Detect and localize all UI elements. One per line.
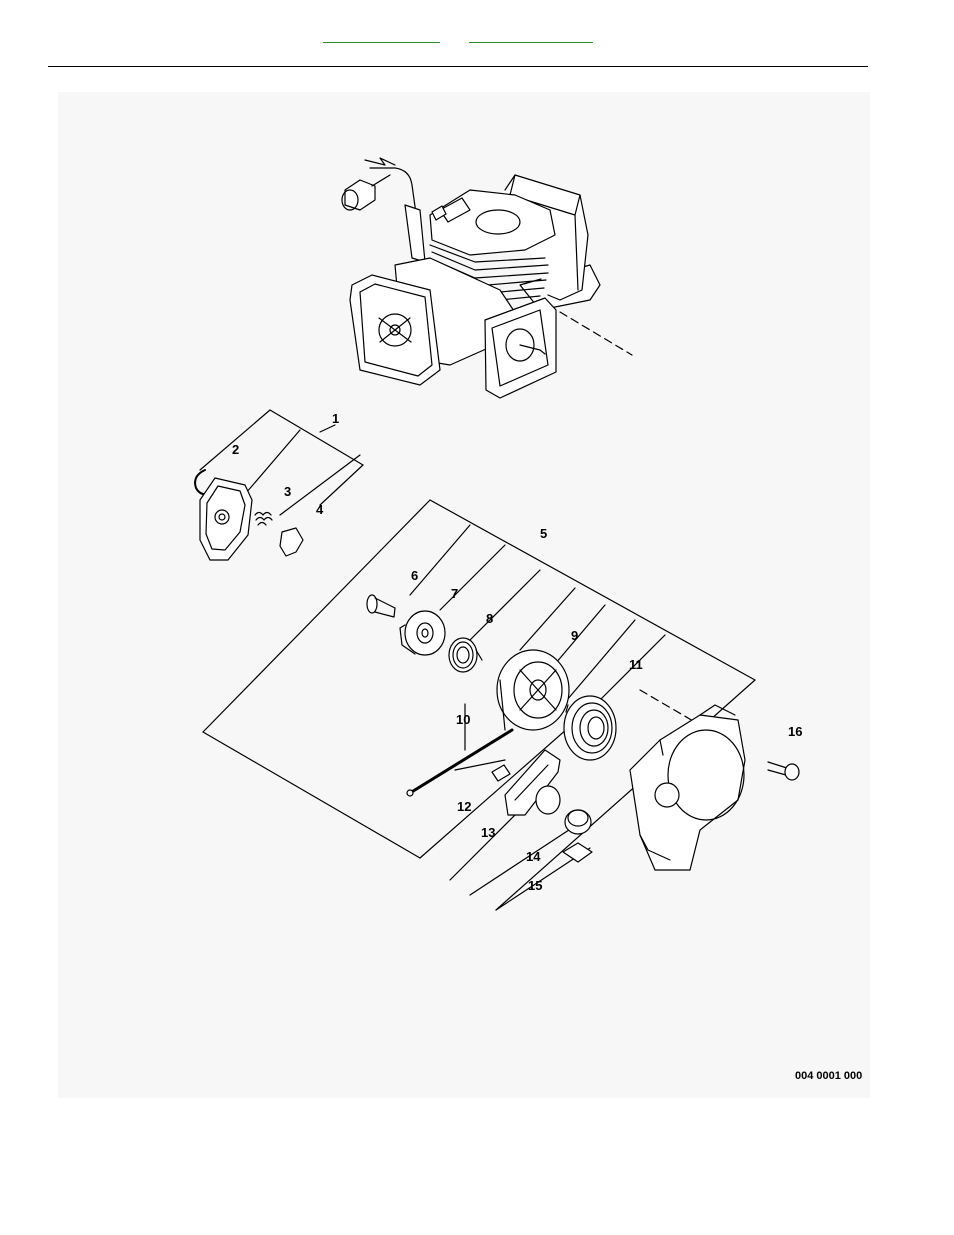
pawl-spring bbox=[255, 513, 272, 526]
figure-reference-number: 004 0001 000 bbox=[795, 1070, 862, 1082]
callout-16: 16 bbox=[788, 724, 802, 739]
rope-rotor bbox=[497, 650, 569, 730]
callout-7: 7 bbox=[451, 586, 458, 601]
grip-cap bbox=[565, 810, 591, 834]
pawl-carrier bbox=[400, 611, 445, 655]
callout-14: 14 bbox=[526, 849, 541, 864]
callout-10: 10 bbox=[456, 712, 470, 727]
starter-pawl bbox=[280, 528, 303, 556]
callout-2: 2 bbox=[232, 442, 239, 457]
callout-8: 8 bbox=[486, 611, 493, 626]
callout-11: 11 bbox=[629, 657, 643, 672]
callout-1: 1 bbox=[332, 411, 339, 426]
callout-13: 13 bbox=[481, 825, 495, 840]
engine-assembly-illustration bbox=[342, 158, 632, 398]
compression-spring bbox=[449, 638, 482, 672]
starter-pawl-cover bbox=[200, 478, 252, 560]
fan-housing bbox=[630, 705, 745, 870]
rewind-spring bbox=[564, 696, 616, 760]
callout-3: 3 bbox=[284, 484, 291, 499]
callout-15: 15 bbox=[528, 878, 542, 893]
callout-4: 4 bbox=[316, 502, 324, 517]
callout-6: 6 bbox=[411, 568, 418, 583]
callout-12: 12 bbox=[457, 799, 471, 814]
shoulder-screw bbox=[367, 595, 395, 617]
housing-screw bbox=[768, 762, 799, 780]
callout-9: 9 bbox=[571, 628, 578, 643]
callout-5: 5 bbox=[540, 526, 547, 541]
grip-insert bbox=[492, 765, 510, 781]
